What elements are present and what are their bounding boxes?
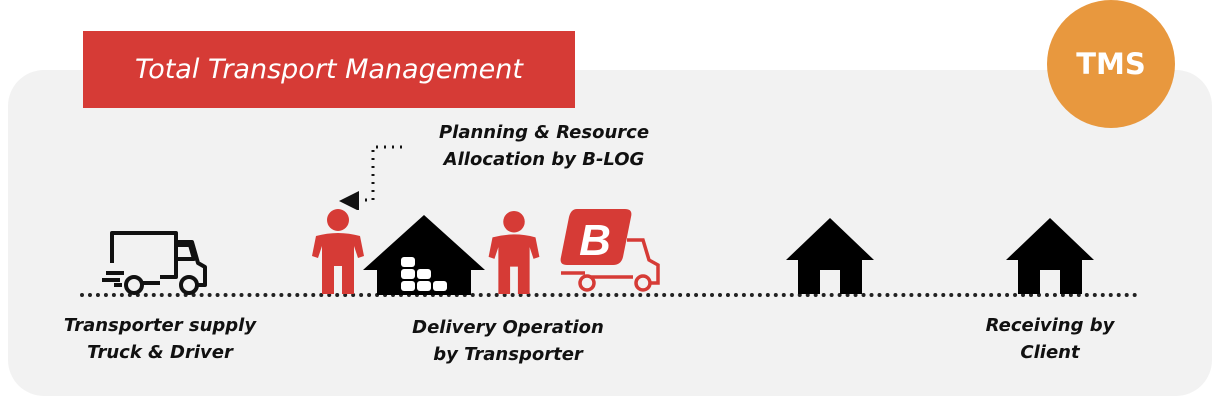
timeline-dotted-line bbox=[80, 293, 1138, 297]
warehouse-icon bbox=[363, 215, 485, 295]
house-icon bbox=[1006, 218, 1094, 294]
label-line: Allocation by B-LOG bbox=[443, 149, 645, 170]
house-icon bbox=[786, 218, 874, 294]
label-line: Truck & Driver bbox=[87, 342, 233, 363]
label-line: Client bbox=[1020, 342, 1080, 363]
label-line: by Transporter bbox=[433, 344, 583, 365]
dotted-arrow-icon bbox=[339, 145, 402, 210]
truck-outline-icon bbox=[102, 231, 207, 295]
label-line: Receiving by bbox=[985, 315, 1115, 336]
title-banner: Total Transport Management bbox=[83, 31, 575, 108]
label-line: Transporter supply bbox=[63, 315, 257, 336]
person-icon bbox=[488, 210, 540, 294]
blog-truck-icon: B bbox=[560, 209, 660, 292]
label-line: Planning & Resource bbox=[438, 122, 650, 143]
step-label-delivery: Delivery Operation by Transporter bbox=[388, 314, 628, 368]
step-label-transporter-supply: Transporter supply Truck & Driver bbox=[40, 312, 280, 366]
label-line: Delivery Operation bbox=[412, 317, 604, 338]
blog-logo-letter: B bbox=[579, 216, 611, 265]
person-icon bbox=[312, 209, 364, 294]
step-label-planning: Planning & Resource Allocation by B-LOG bbox=[412, 119, 676, 173]
tms-badge: TMS bbox=[1047, 0, 1175, 128]
step-label-receiving: Receiving by Client bbox=[950, 312, 1150, 366]
